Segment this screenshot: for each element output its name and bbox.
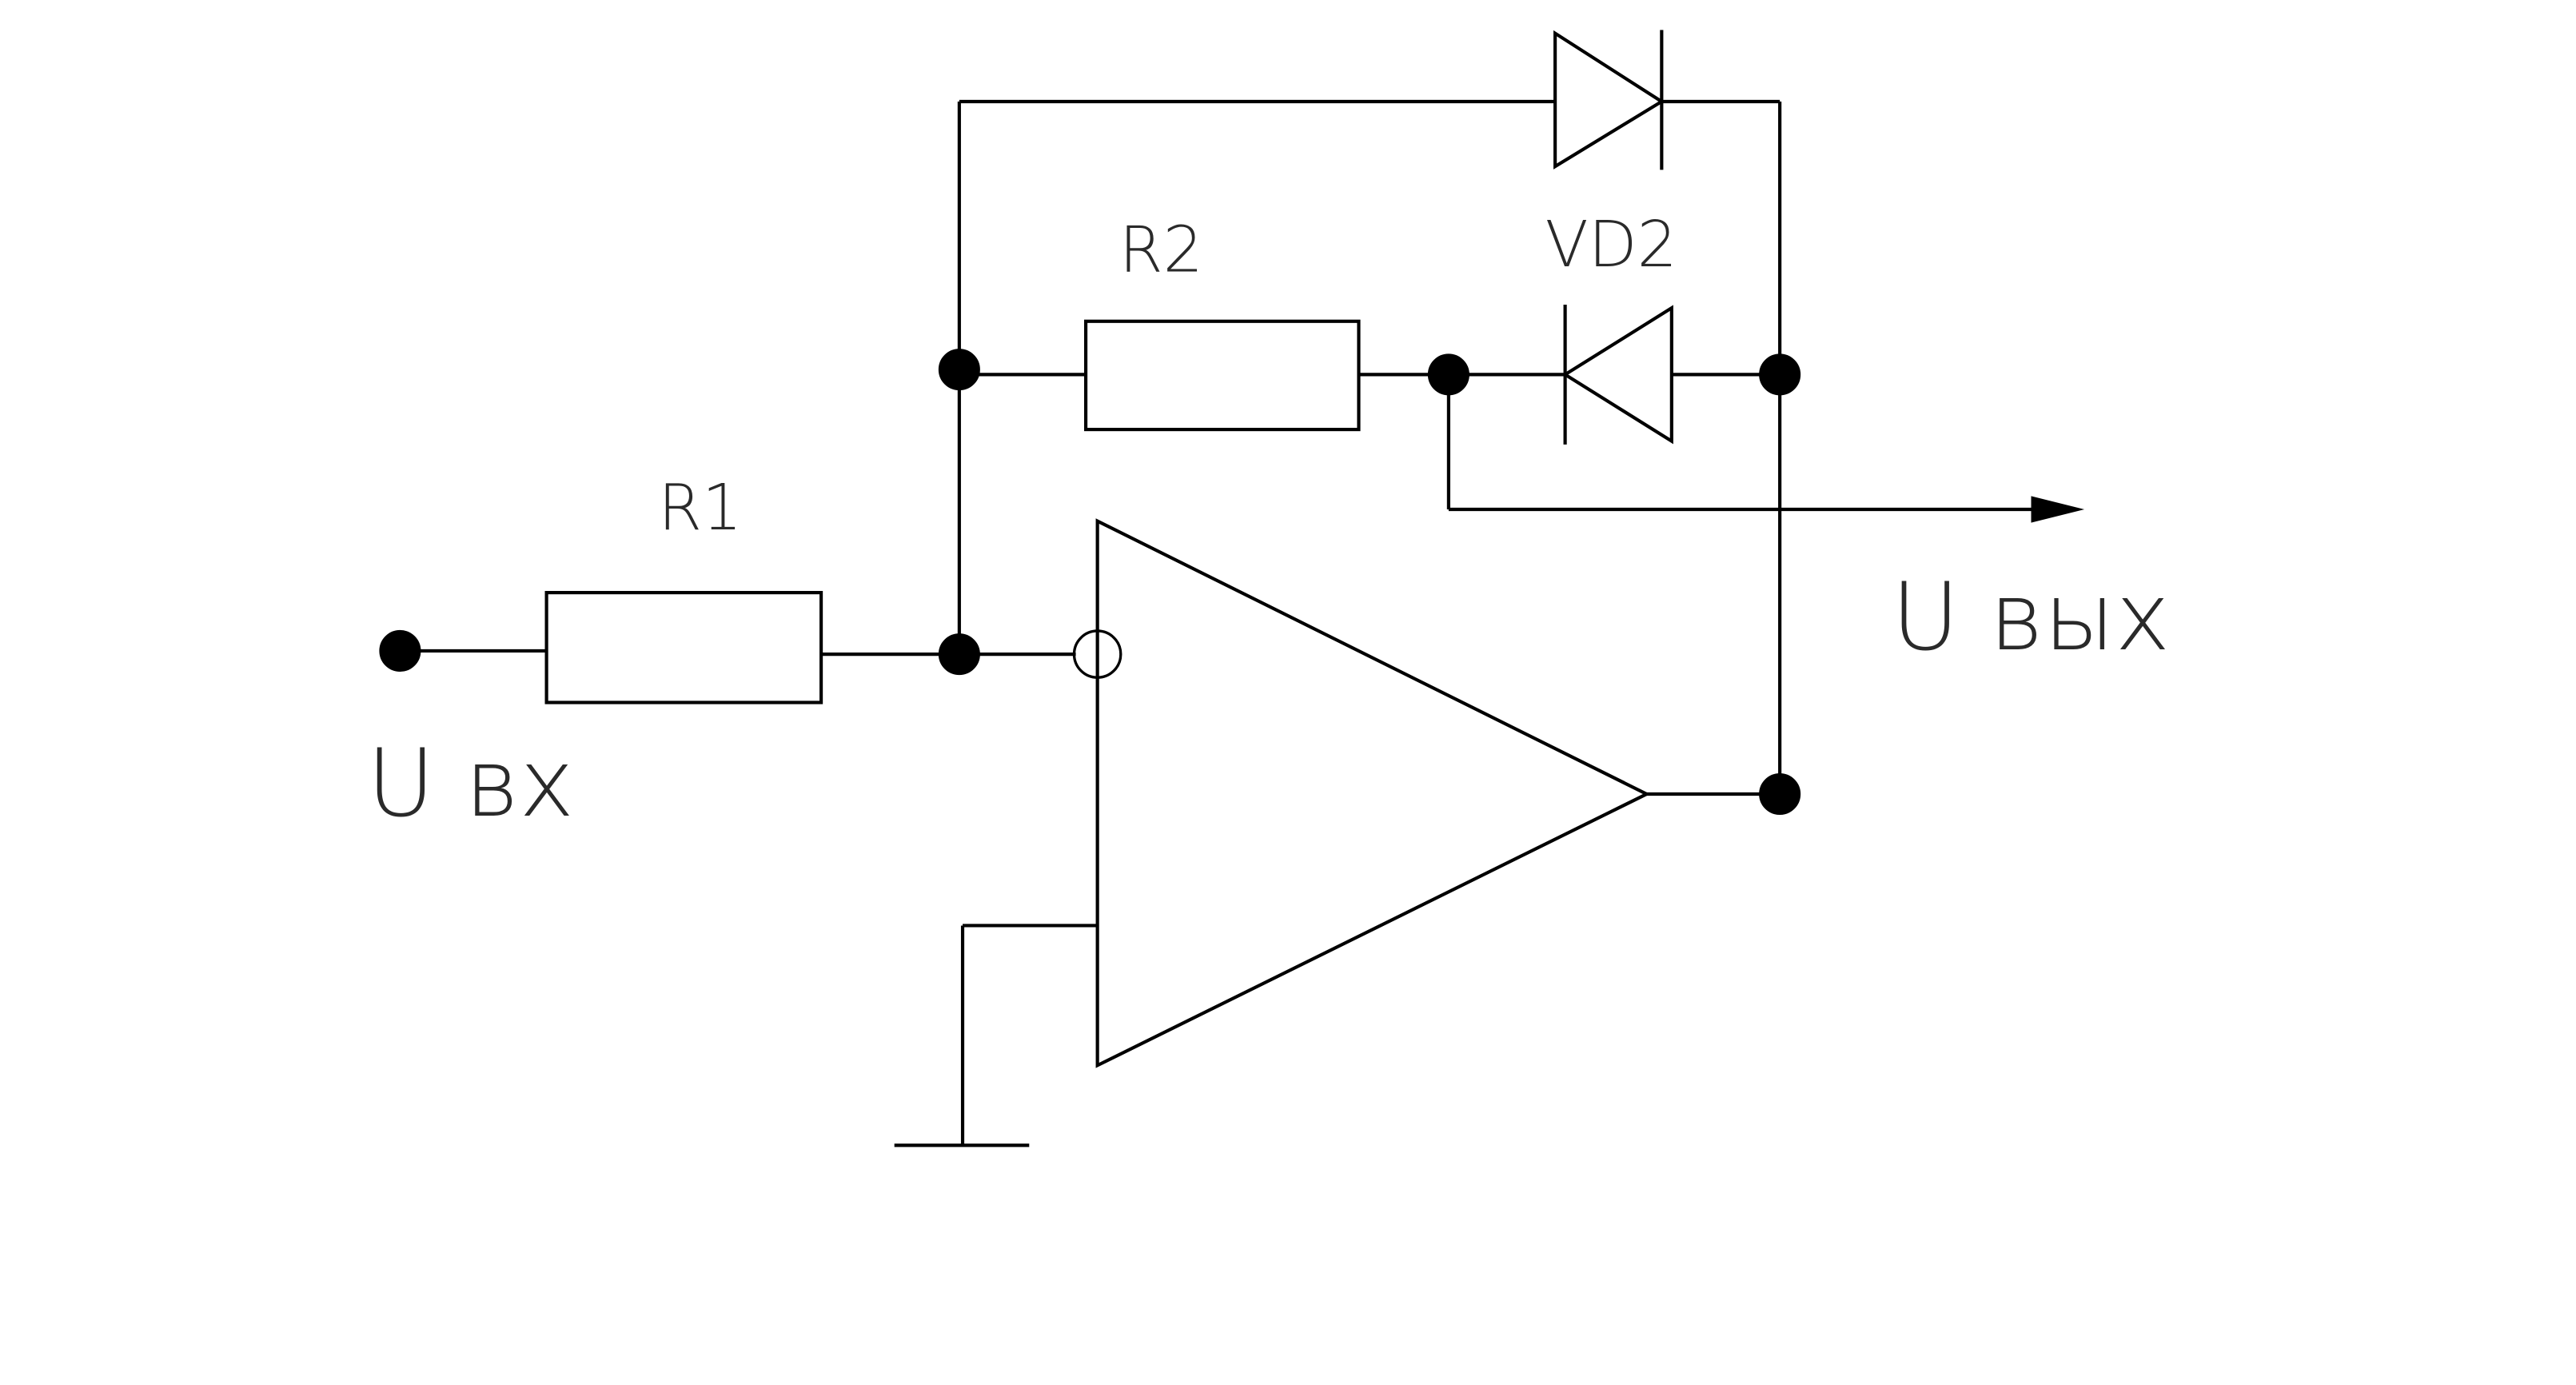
diode-vd1-icon [1553, 30, 1665, 170]
output-arrow-icon [2031, 496, 2085, 523]
u-out-label: U вых [1892, 564, 2171, 672]
opamp-output-node [1759, 772, 1801, 816]
feedback-node-right [1759, 353, 1801, 396]
u-in-label: U вх [367, 730, 575, 838]
resistor-r1 [544, 591, 823, 704]
r2-label: R2 [1119, 213, 1203, 286]
diode-vd2-icon [1561, 304, 1673, 445]
opamp-triangle-icon [1095, 518, 1651, 1068]
r1-label: R1 [658, 471, 742, 545]
vd2-label: VD2 [1545, 208, 1677, 281]
inverting-node [938, 633, 980, 676]
input-terminal [379, 629, 421, 672]
resistor-r2 [1083, 319, 1361, 432]
inverting-input-marker [1072, 629, 1123, 679]
feedback-node-left [938, 349, 980, 391]
